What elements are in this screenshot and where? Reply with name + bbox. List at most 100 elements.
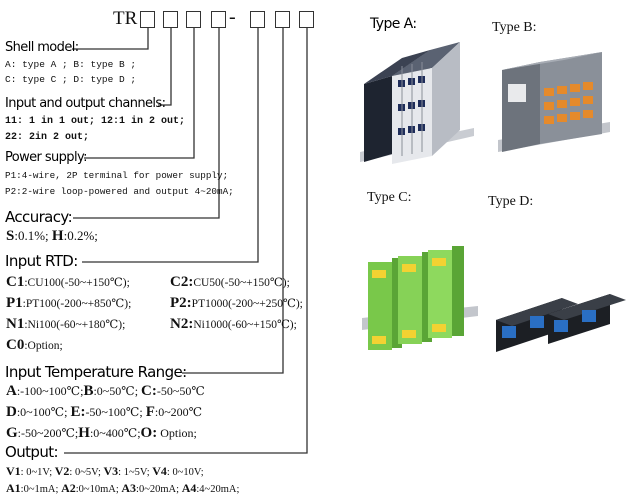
output-v3-code: V3 xyxy=(103,464,119,478)
rtd-c2-code: C2: xyxy=(170,274,194,290)
output-a1-value: :0~1mA; xyxy=(20,484,59,495)
channels-connector xyxy=(158,28,172,106)
rtd-row-p2: P2:PT1000(-200~+250℃); xyxy=(170,295,303,312)
code-box-temp-range xyxy=(275,11,290,28)
channels-line2: 22: 2in 2 out; xyxy=(5,132,90,143)
model-dash: - xyxy=(229,6,236,28)
temp-c-code: C: xyxy=(141,383,157,399)
output-a1-code: A1 xyxy=(6,481,21,495)
rtd-c0-value: :Option; xyxy=(24,340,63,352)
temp-o-value: Option; xyxy=(160,426,197,440)
rtd-row-p: P1:PT100(-200~+850℃); xyxy=(6,295,131,312)
type-b-product-image xyxy=(498,52,610,152)
rtd-row-c2: C2:CU50(-50~+150℃); xyxy=(170,274,290,291)
output-a4-code: A4 xyxy=(181,481,197,495)
rtd-n1-code: N1 xyxy=(6,316,25,332)
output-row-current: A1:0~1mA; A2:0~10mA; A3:0~20mA; A4:4~20m… xyxy=(6,481,239,496)
output-v2-value: : 0~5V; xyxy=(69,467,101,478)
accuracy-h-value: :0.2%; xyxy=(63,228,98,243)
output-v1-code: V1 xyxy=(6,464,21,478)
rtd-n2-code: N2: xyxy=(170,316,194,332)
temp-h-code: H xyxy=(78,425,90,441)
power-line2: P2:2-wire loop-powered and output 4~20mA… xyxy=(5,186,234,197)
output-v4-code: V4 xyxy=(152,464,167,478)
channels-line1: 11: 1 in 1 out; 12:1 in 2 out; xyxy=(5,116,186,127)
temp-c-value: -50~50℃ xyxy=(156,384,205,398)
accuracy-values: S:0.1%; H:0.2%; xyxy=(6,228,98,245)
power-connector xyxy=(84,28,195,159)
rtd-c2-value: CU50(-50~+150℃); xyxy=(193,277,290,289)
rtd-row-n: N1:Ni100(-60~+180℃); xyxy=(6,316,125,333)
accuracy-h-code: H xyxy=(51,228,64,244)
rtd-row-c0: C0:Option; xyxy=(6,337,63,354)
code-box-shell xyxy=(140,11,155,28)
output-a3-code: A3 xyxy=(121,481,137,495)
temp-f-code: F xyxy=(145,404,155,420)
rtd-n1-value: :Ni100(-60~+180℃); xyxy=(24,319,126,331)
temp-a-code: A xyxy=(6,383,17,399)
output-v2-code: V2 xyxy=(54,464,70,478)
temp-b-value: :0~50℃; xyxy=(93,384,139,398)
temp-d-code: D xyxy=(6,404,17,420)
temp-row-2: D:0~100℃; E:-50~100℃; F:0~200℃ xyxy=(6,404,202,421)
code-box-accuracy xyxy=(211,11,226,28)
shell-model-line1: A: type A ; B: type B ; xyxy=(5,59,137,70)
temp-f-value: :0~200℃ xyxy=(154,405,203,419)
type-c-label: Type C: xyxy=(367,190,412,205)
temp-a-value: :-100~100℃; xyxy=(16,384,84,398)
output-a4-value: :4~20mA; xyxy=(196,484,240,495)
type-d-product-image xyxy=(496,294,626,352)
output-row-voltage: V1: 0~1V; V2: 0~5V; V3: 1~5V; V4: 0~10V; xyxy=(6,464,204,479)
output-v3-value: : 1~5V; xyxy=(118,467,150,478)
temp-row-3: G:-50~200℃;H:0~400℃;O: Option; xyxy=(6,425,197,442)
shell-model-line2: C: type C ; D: type D ; xyxy=(5,74,137,85)
accuracy-s-value: :0.1%; xyxy=(14,228,49,243)
temp-g-value: :-50~200℃; xyxy=(17,426,79,440)
rtd-p1-code: P1 xyxy=(6,295,23,311)
rtd-connector xyxy=(82,28,259,263)
type-d-label: Type D: xyxy=(488,194,534,209)
rtd-c1-value: :CU100(-50~+150℃); xyxy=(24,277,130,289)
temp-e-value: -50~100℃; xyxy=(85,405,143,419)
output-title: Output: xyxy=(5,443,59,461)
output-connector xyxy=(64,28,308,454)
rtd-p1-value: :PT100(-200~+850℃); xyxy=(22,298,132,310)
rtd-row-c: C1:CU100(-50~+150℃); xyxy=(6,274,130,291)
type-a-label: Type A: xyxy=(370,16,417,32)
temp-g-code: G xyxy=(6,425,18,441)
rtd-c0-code: C0 xyxy=(6,337,25,353)
rtd-title: Input RTD: xyxy=(5,252,78,270)
code-box-power xyxy=(186,11,201,28)
rtd-c1-code: C1 xyxy=(6,274,25,290)
temp-range-title: Input Temperature Range: xyxy=(5,363,187,381)
shell-model-title: Shell model: xyxy=(5,40,79,55)
temp-e-code: E: xyxy=(70,404,86,420)
code-box-rtd xyxy=(250,11,265,28)
power-title: Power supply: xyxy=(5,150,88,165)
shell-connector xyxy=(72,28,149,50)
channels-title: Input and output channels: xyxy=(5,96,166,111)
output-a2-value: :0~10mA; xyxy=(75,484,119,495)
type-b-label: Type B: xyxy=(492,20,537,35)
power-line1: P1:4-wire, 2P terminal for power supply; xyxy=(5,170,229,181)
temp-h-value: :0~400℃; xyxy=(89,426,141,440)
rtd-n2-value: Ni1000(-60~+150℃); xyxy=(193,319,297,331)
accuracy-title: Accuracy: xyxy=(5,208,73,226)
rtd-row-n2: N2:Ni1000(-60~+150℃); xyxy=(170,316,297,333)
output-a3-value: :0~20mA; xyxy=(136,484,180,495)
temp-d-value: :0~100℃; xyxy=(16,405,68,419)
output-a2-code: A2 xyxy=(61,481,76,495)
rtd-p2-value: PT1000(-200~+250℃); xyxy=(191,298,303,310)
temp-range-connector xyxy=(182,28,284,374)
temp-b-code: B xyxy=(83,383,94,399)
temp-o-code: O: xyxy=(140,425,158,441)
accuracy-s-code: S xyxy=(6,228,15,244)
temp-row-1: A:-100~100℃;B:0~50℃; C:-50~50℃ xyxy=(6,383,205,400)
type-a-product-image xyxy=(360,42,474,164)
rtd-p2-code: P2: xyxy=(170,295,192,311)
output-v4-value: : 0~10V; xyxy=(166,467,204,478)
code-box-channels xyxy=(163,11,178,28)
accuracy-connector xyxy=(73,28,220,219)
model-prefix: TR xyxy=(113,8,138,29)
